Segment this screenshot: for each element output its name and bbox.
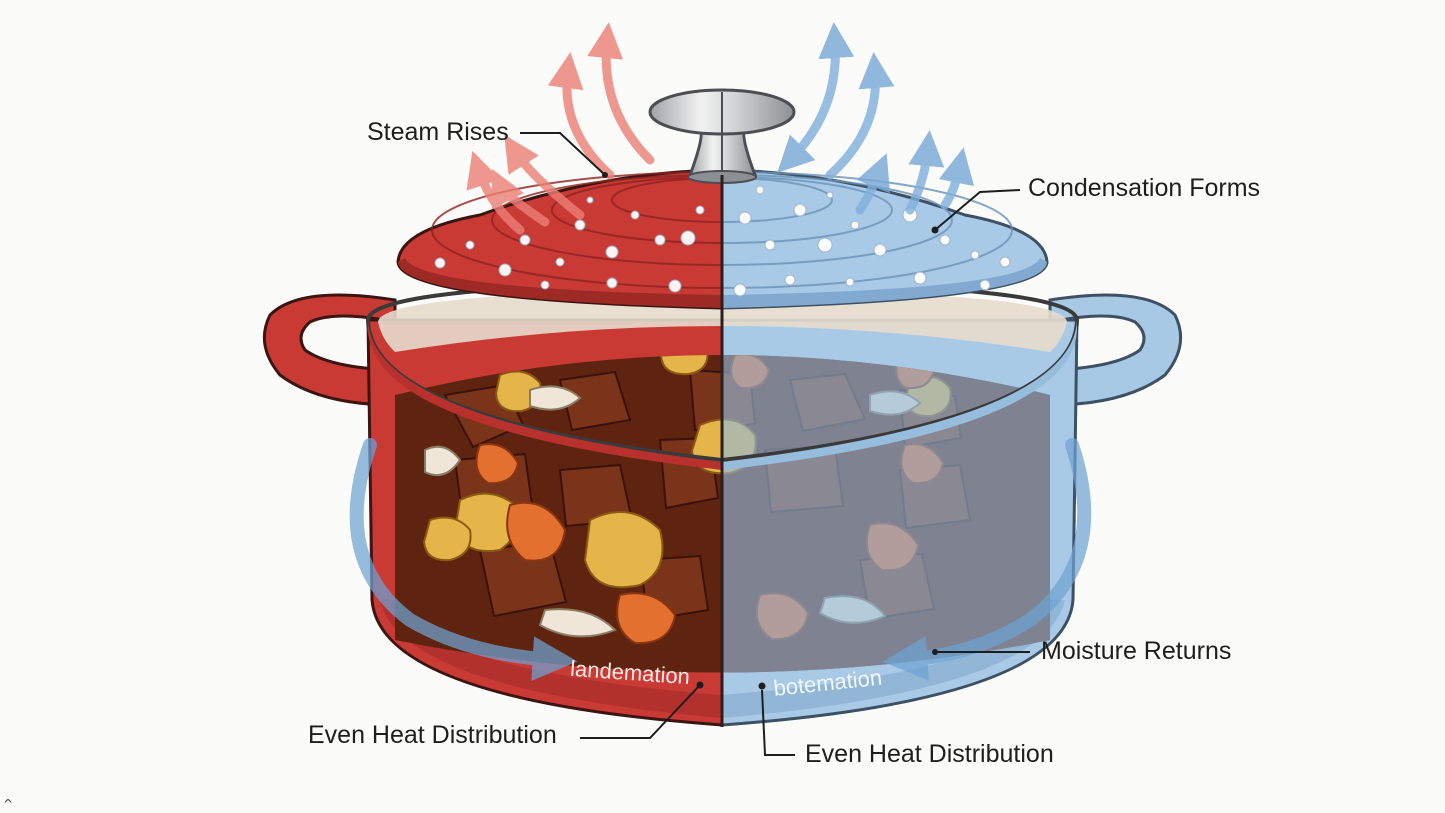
lid-knob	[648, 88, 796, 184]
water-droplet-icon	[434, 185, 1011, 297]
steam-rises-label: Steam Rises	[367, 118, 509, 146]
leader-lines	[520, 132, 1030, 756]
even-heat-label-right: Even Heat Distribution	[805, 740, 1054, 768]
steam-arrow-icon	[466, 22, 655, 235]
corner-glyph: ^	[3, 797, 14, 811]
condensation-forms-label: Condensation Forms	[1028, 174, 1261, 202]
condensation-arrow-icon	[777, 22, 975, 215]
even-heat-label-left: Even Heat Distribution	[308, 721, 557, 749]
moisture-returns-label: Moisture Returns	[1041, 637, 1232, 665]
leader-dots	[602, 172, 939, 690]
